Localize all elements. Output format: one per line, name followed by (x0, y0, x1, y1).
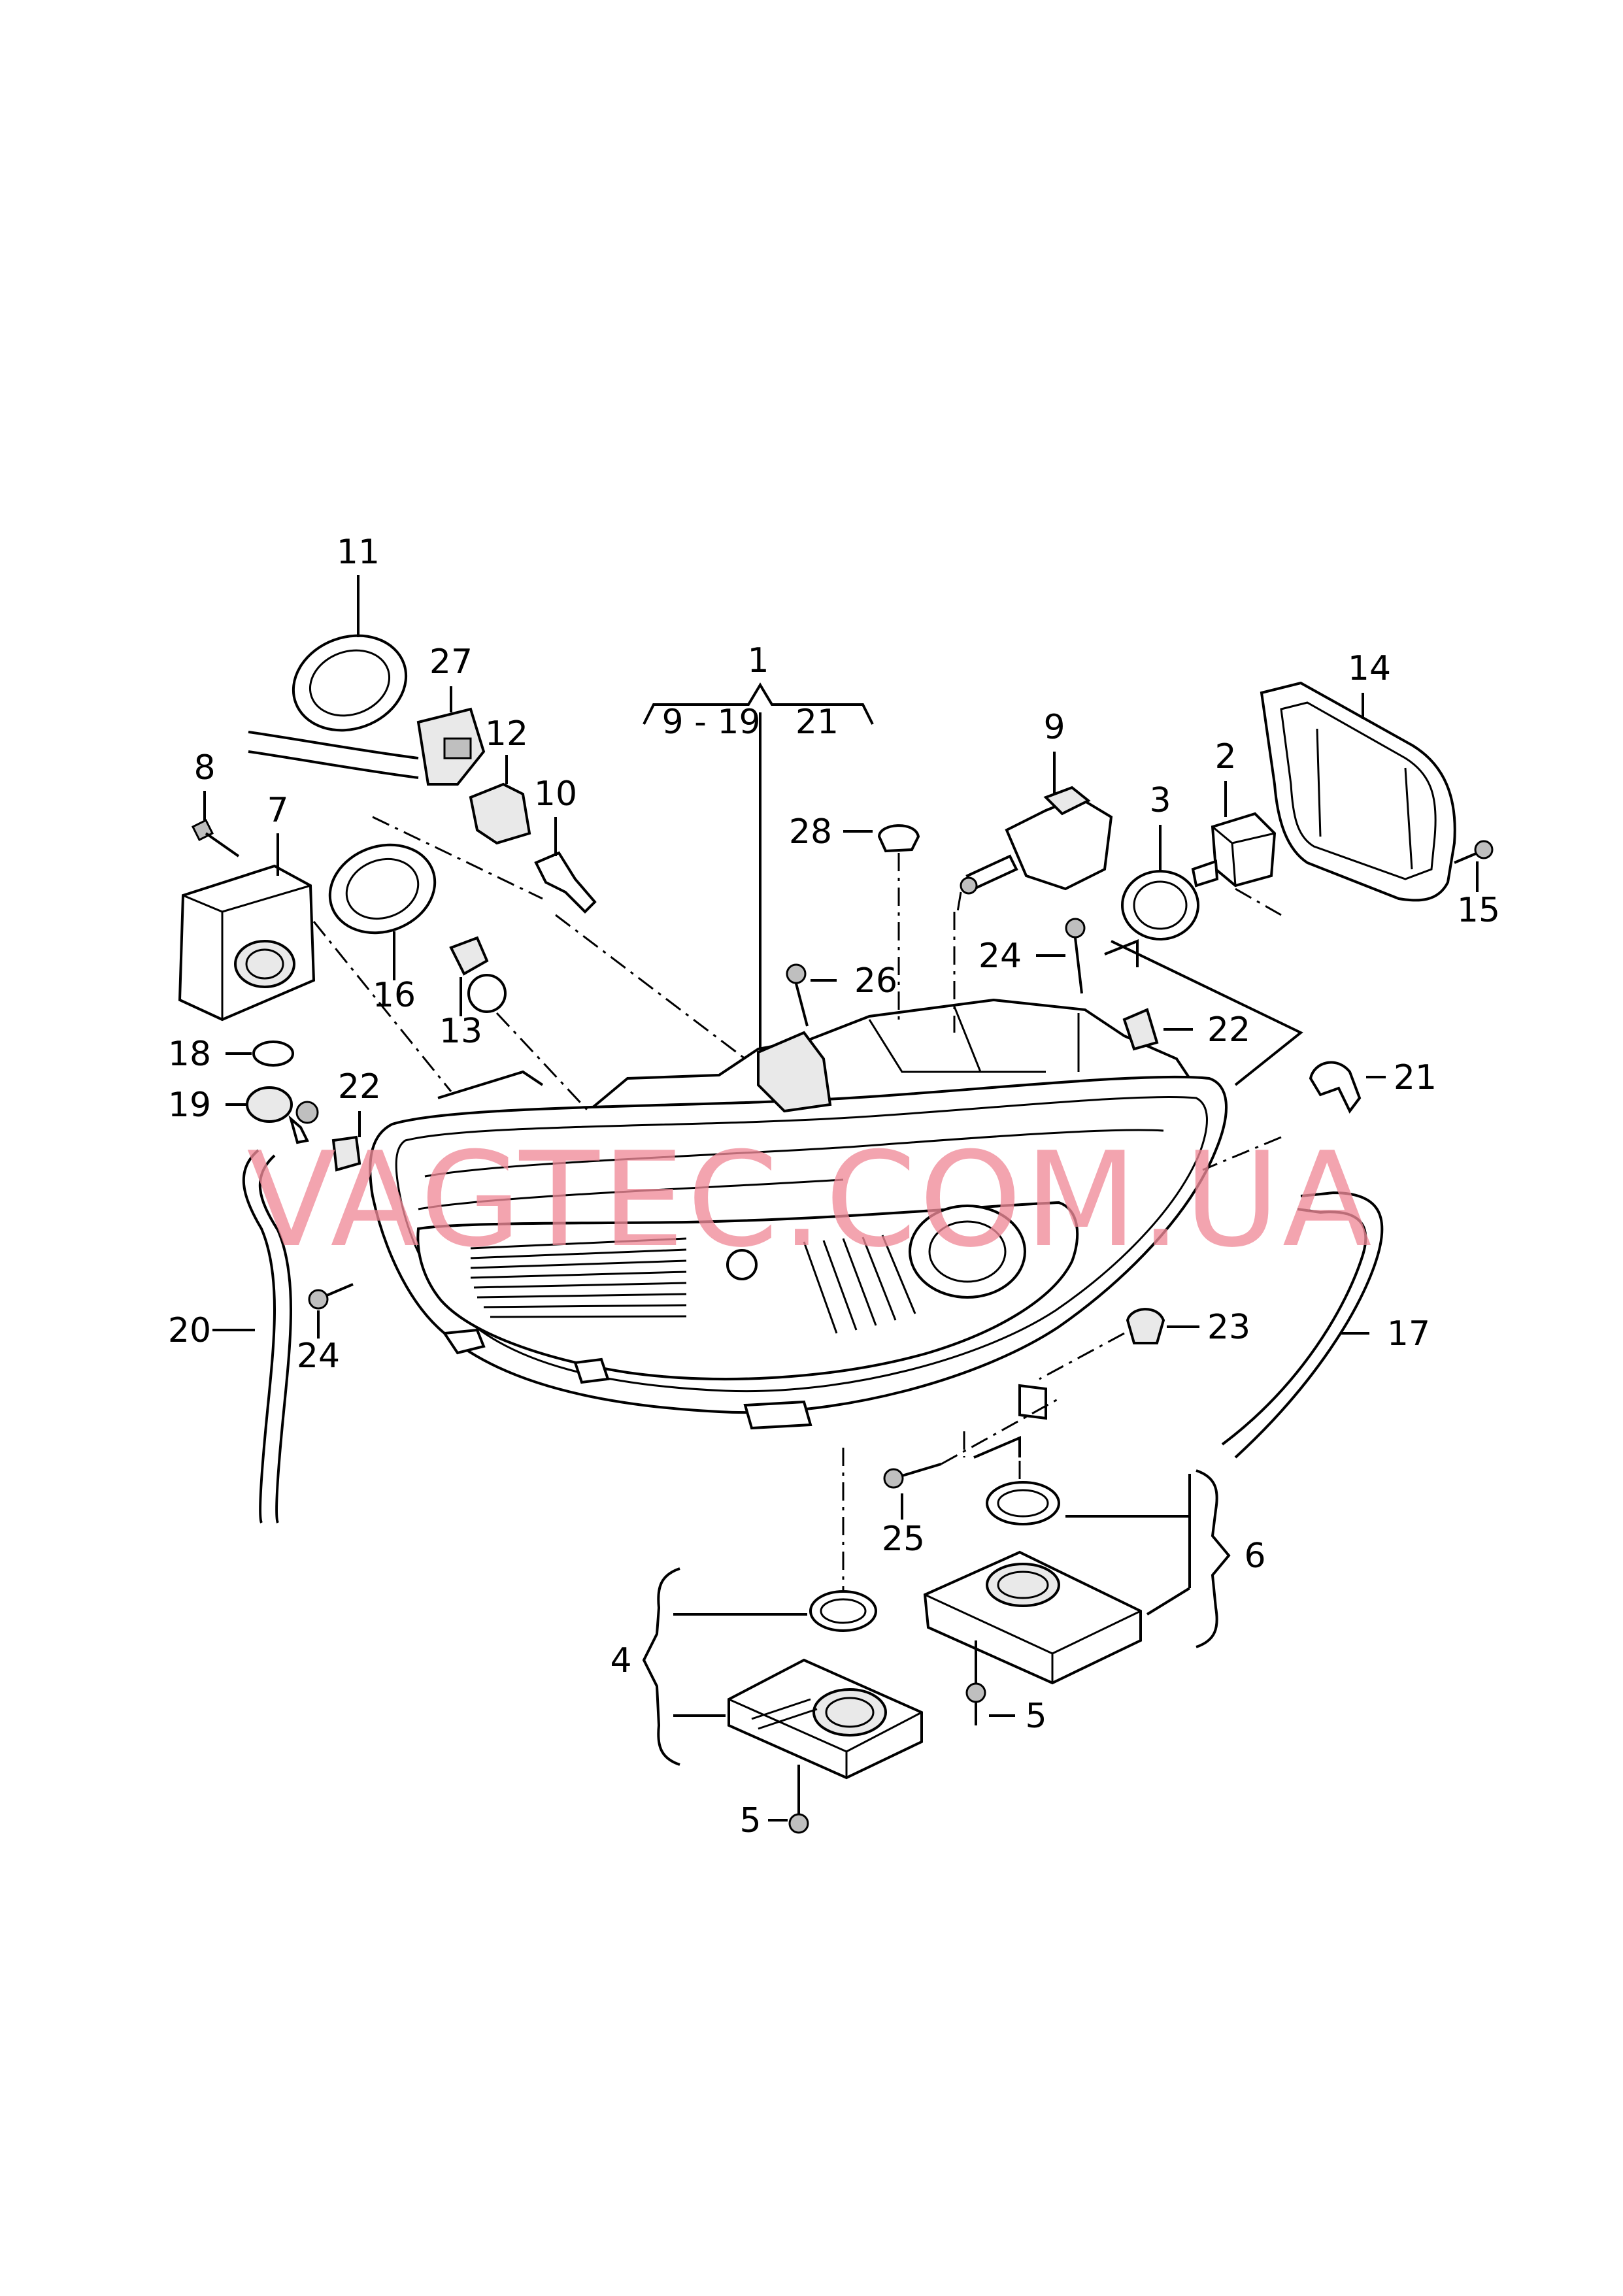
callout-23[interactable]: 23 (1207, 1308, 1250, 1347)
callout-9[interactable]: 9 (1043, 708, 1065, 747)
callout-6[interactable]: 6 (1244, 1537, 1265, 1576)
part-25-screw[interactable]: 25 (882, 1463, 942, 1559)
callout-2[interactable]: 2 (1214, 737, 1236, 776)
callout-26[interactable]: 26 (854, 961, 897, 1001)
callout-8[interactable]: 8 (193, 748, 215, 788)
part-14-rear-cover[interactable]: 14 (1260, 649, 1456, 902)
callout-28[interactable]: 28 (789, 812, 832, 852)
headlight-housing (369, 998, 1228, 1430)
part-28-plug[interactable]: 28 (789, 812, 920, 1020)
part-2-xenon-bulb[interactable]: 2 (1191, 737, 1277, 888)
part-7-control-unit[interactable]: 7 (178, 791, 316, 1022)
part-17-hose[interactable]: 17 (1221, 1191, 1430, 1459)
part-6-ballast-unit[interactable]: 6 (923, 1469, 1266, 1685)
part-20-hose[interactable]: 20 (168, 1149, 292, 1523)
part-11-cover-cap[interactable]: 11 (280, 533, 419, 746)
assembly-leader-lines (312, 816, 1303, 1484)
part-18-seal[interactable]: 18 (168, 1035, 294, 1074)
part-9-adjustment-motor[interactable]: 9 (953, 708, 1113, 1033)
callout-17[interactable]: 17 (1387, 1314, 1430, 1354)
callout-16[interactable]: 16 (373, 976, 416, 1015)
callout-10[interactable]: 10 (534, 774, 577, 814)
watermark: VAGTEC.COM.UA (246, 1124, 1374, 1276)
callout-24-right[interactable]: 24 (979, 937, 1022, 976)
callout-21[interactable]: 21 (1394, 1058, 1437, 1097)
group-range-label: 9 - 19 (661, 703, 760, 742)
part-23-clip[interactable]: 23 (1126, 1308, 1250, 1347)
callout-25[interactable]: 25 (882, 1520, 925, 1559)
callout-4[interactable]: 4 (610, 1641, 631, 1680)
callout-7[interactable]: 7 (267, 791, 288, 830)
callout-22-right[interactable]: 22 (1207, 1010, 1250, 1050)
part-15-screw[interactable]: 15 (1454, 840, 1500, 930)
part-22-clip-left[interactable]: 22 (331, 1067, 381, 1172)
part-27-connector[interactable]: 27 (248, 642, 486, 786)
callout-1[interactable]: 1 (747, 641, 769, 680)
callout-14[interactable]: 14 (1348, 649, 1391, 688)
callout-27[interactable]: 27 (429, 642, 473, 682)
part-13-bulb[interactable]: 13 (439, 936, 507, 1051)
part-12-bulb-socket[interactable]: 12 (469, 714, 531, 845)
part-24-screw-left[interactable]: 24 (297, 1283, 354, 1376)
callout-3[interactable]: 3 (1149, 781, 1171, 820)
callout-20[interactable]: 20 (168, 1311, 211, 1350)
group-extra-label: 21 (795, 703, 839, 742)
callout-22-left[interactable]: 22 (338, 1067, 381, 1106)
part-24-screw-right[interactable]: 24 (979, 918, 1086, 994)
part-10-bulb[interactable]: 10 (534, 774, 597, 914)
callout-19[interactable]: 19 (168, 1086, 211, 1125)
callout-24-left[interactable]: 24 (297, 1337, 340, 1376)
part-3-retaining-ring[interactable]: 3 (1121, 781, 1199, 940)
callout-5-right[interactable]: 5 (1025, 1697, 1046, 1736)
callout-13[interactable]: 13 (439, 1012, 482, 1051)
callout-15[interactable]: 15 (1457, 891, 1500, 930)
callout-5-center[interactable]: 5 (739, 1801, 761, 1840)
callout-11[interactable]: 11 (337, 533, 380, 572)
part-5-screw-center[interactable]: 5 (739, 1765, 809, 1840)
part-4-ballast-unit[interactable]: 4 (610, 1448, 923, 1780)
callout-18[interactable]: 18 (168, 1035, 211, 1074)
part-22-clip-right[interactable]: 22 (1122, 1008, 1250, 1051)
part-21-elbow[interactable]: 21 (1309, 1058, 1437, 1114)
assembly-group-bracket: 1 9 - 19 21 (643, 641, 874, 1059)
part-26-screw[interactable]: 26 (786, 961, 897, 1027)
part-5-screw-right[interactable]: 5 (965, 1640, 1047, 1736)
part-16-cover-cap[interactable]: 16 (318, 831, 448, 1015)
part-8-screw[interactable]: 8 (191, 748, 240, 857)
part-19-vent-cap[interactable]: 19 (168, 1086, 319, 1144)
callout-12[interactable]: 12 (485, 714, 528, 754)
